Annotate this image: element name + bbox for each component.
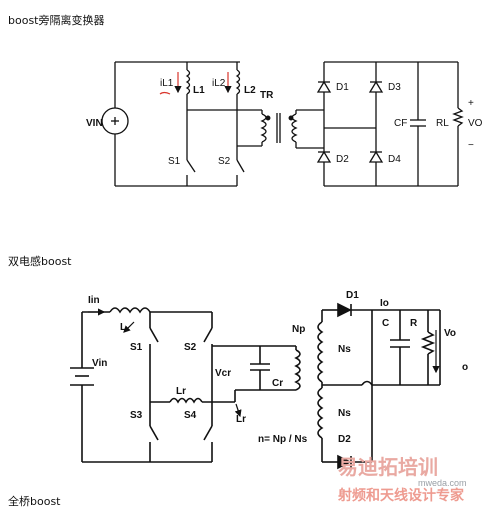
watermark-title: 易迪拓培训 <box>338 455 438 479</box>
label-d4: D4 <box>388 154 401 165</box>
label-lr-top: Lr <box>176 386 186 397</box>
label-l2: L2 <box>244 85 256 96</box>
label-ns-bottom: Ns <box>338 408 351 419</box>
label-vin: VIN <box>86 118 103 129</box>
label-cf: CF <box>394 118 407 129</box>
voltage-source-vin <box>70 367 94 386</box>
secondary-winding-bottom <box>317 387 324 439</box>
diode-d2 <box>316 150 332 163</box>
label-il2: iL2 <box>212 78 226 89</box>
label-r: R <box>410 318 418 329</box>
label-iin: Iin <box>88 295 100 306</box>
boost-isolated-converter-schematic <box>101 61 464 187</box>
label-c: C <box>382 318 389 329</box>
section2-labels: Iin L Vin S1 S2 S3 S4 Lr Lr Vcr Cr Np Ns… <box>88 290 468 445</box>
diode-d1 <box>337 302 352 318</box>
label-d3: D3 <box>388 82 401 93</box>
section2-heading: 双电感boost <box>8 255 72 268</box>
inductor-lr <box>169 397 203 404</box>
inductor-l <box>109 307 151 314</box>
inductor-l1 <box>185 69 191 95</box>
label-s1: S1 <box>130 342 143 353</box>
secondary-winding-top <box>317 321 324 383</box>
label-vin: Vin <box>92 358 107 369</box>
label-vo: VO <box>468 118 483 129</box>
label-o: o <box>462 362 468 373</box>
switch-s1 <box>186 159 196 186</box>
diode-d3 <box>368 80 384 93</box>
primary-winding <box>294 349 301 391</box>
watermark-logo: 易迪拓培训 射频和天线设计专家 mweda.com <box>337 455 467 504</box>
watermark-subtitle: 射频和天线设计专家 <box>337 487 465 504</box>
label-lr-bottom: Lr <box>236 414 246 425</box>
label-s4: S4 <box>184 410 197 421</box>
label-np: Np <box>292 324 305 335</box>
capacitor-cr <box>250 346 270 390</box>
section2-arrows <box>88 308 440 418</box>
voltage-source-vin <box>101 107 129 135</box>
section1-labels: VIN iL1 L1 iL2 L2 TR S1 S2 D1 D2 D3 D4 C… <box>86 78 483 167</box>
label-d2: D2 <box>336 154 349 165</box>
label-turns-ratio: n= Np / Ns <box>258 434 308 445</box>
label-io: Io <box>380 298 389 309</box>
label-l: L <box>120 322 126 333</box>
label-vcr: Vcr <box>215 368 231 379</box>
label-d1: D1 <box>336 82 349 93</box>
label-tr: TR <box>260 90 274 101</box>
inductor-l2 <box>235 69 241 95</box>
capacitor-c <box>390 310 410 385</box>
section3-heading: 全桥boost <box>8 495 61 508</box>
transformer-tr <box>260 113 298 143</box>
label-il1: iL1 <box>160 78 174 89</box>
label-s2: S2 <box>184 342 197 353</box>
label-plus: + <box>468 98 474 109</box>
label-d1: D1 <box>346 290 359 301</box>
switch-s2 <box>236 159 245 186</box>
diode-d4 <box>368 150 384 163</box>
label-s1: S1 <box>168 156 181 167</box>
resistor-r <box>420 310 436 385</box>
label-s3: S3 <box>130 410 143 421</box>
label-vo: Vo <box>444 328 456 339</box>
label-cr: Cr <box>272 378 283 389</box>
capacitor-cf <box>410 62 426 186</box>
watermark-site: mweda.com <box>418 478 467 488</box>
resistor-rl <box>452 62 464 186</box>
label-ns-top: Ns <box>338 344 351 355</box>
label-minus: − <box>468 140 474 151</box>
diode-d1 <box>316 80 332 93</box>
label-d2: D2 <box>338 434 351 445</box>
section1-heading: boost旁隔离变换器 <box>8 14 105 27</box>
current-annotations <box>159 72 232 95</box>
label-s2: S2 <box>218 156 231 167</box>
label-l1: L1 <box>193 85 205 96</box>
label-rl: RL <box>436 118 449 129</box>
